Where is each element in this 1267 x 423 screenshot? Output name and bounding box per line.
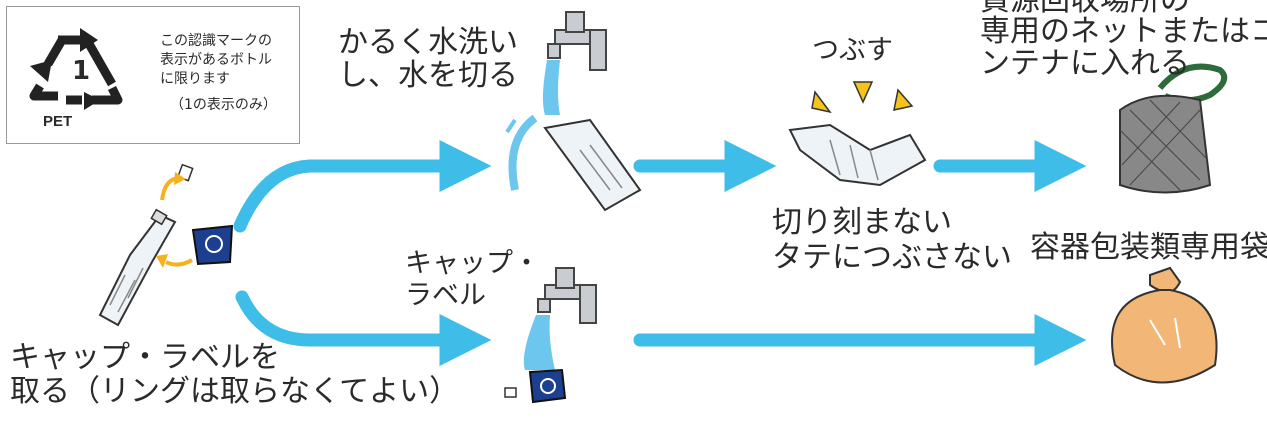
plastic-bag-icon (1111, 266, 1218, 384)
pet-note-line-2: 表示があるボトル (160, 52, 272, 68)
net-bag-icon (1119, 63, 1228, 194)
arrow-to-rinse (233, 140, 492, 233)
rinse-text-line-2: し、水を切る (338, 58, 518, 93)
crush-note-line-1: 切り刻まない (772, 205, 952, 240)
net-text-line-3: ンテナに入れる (980, 46, 1190, 81)
pet-mark-box (6, 6, 300, 144)
recycle-arrowheads (30, 28, 100, 110)
cap-label-text-line-2: ラベル (405, 280, 486, 311)
label-icon (504, 368, 567, 404)
flow-arrows (233, 140, 1087, 366)
arrow-to-cap-rinse (235, 290, 492, 366)
bottle-icon (98, 208, 177, 327)
net-text-line-2: 専用のネットまたはコ (980, 14, 1267, 49)
faucet-icon (523, 267, 597, 370)
pet-note-line-1: この認識マークの (160, 33, 272, 49)
pet-note-only: （1の表示のみ） (170, 97, 277, 113)
label-icon (191, 224, 234, 266)
pet-note-line-3: に限ります (160, 71, 230, 87)
cap-label-text-line-1: キャップ・ (405, 248, 540, 279)
remove-text-line-1: キャップ・ラベルを (10, 340, 280, 375)
crush-text: つぶす (812, 35, 893, 66)
faucet-icon (505, 11, 607, 191)
recycle-icon (29, 35, 123, 105)
remove-text-line-2: 取る（リングは取らなくてよい） (10, 374, 460, 409)
pet-number: 1 (72, 56, 91, 86)
cap-icon (156, 163, 194, 268)
bag-text: 容器包装類専用袋 (1030, 230, 1267, 265)
pet-label: PET (43, 113, 73, 130)
rinse-bottle-icon (543, 118, 642, 212)
net-text-line-1: 資源回収場所の (980, 0, 1190, 18)
crush-note-line-2: タテにつぶさない (772, 240, 1012, 275)
crushed-bottle-icon (788, 123, 927, 187)
rinse-text-line-1: かるく水洗い (338, 25, 518, 60)
warning-triangles (811, 81, 914, 114)
